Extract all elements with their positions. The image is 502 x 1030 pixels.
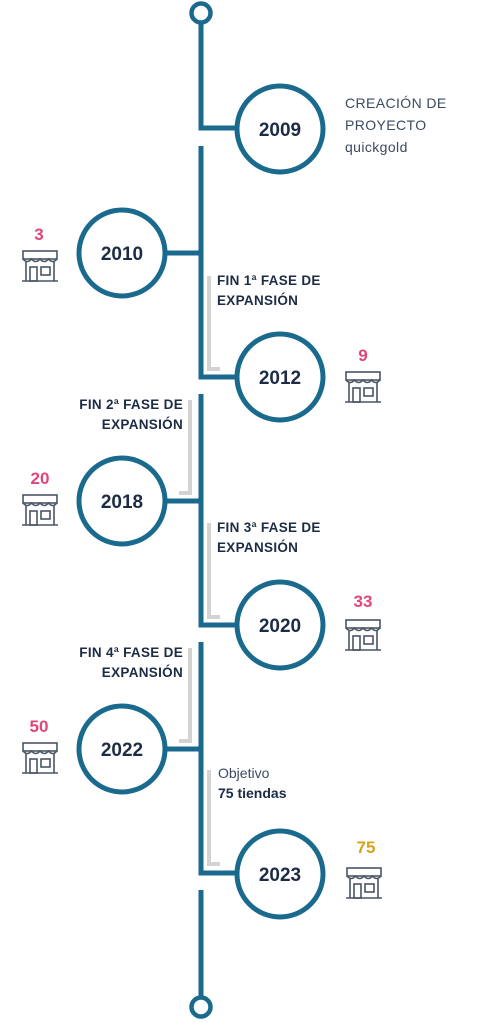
store-count-2010: 3 — [34, 225, 44, 244]
year-circle-2018 — [76, 455, 168, 547]
timeline-path — [165, 22, 237, 998]
year-label-2012: 2012 — [259, 368, 301, 389]
year-circles — [76, 83, 326, 920]
guide-bracket-4 — [179, 648, 192, 743]
year-label-2023: 2023 — [259, 865, 301, 886]
store-icon-2012 — [344, 371, 382, 403]
phase-3-line-2: EXPANSIÓN — [217, 540, 299, 555]
store-count-2020: 33 — [353, 592, 373, 611]
year-label-2020: 2020 — [259, 616, 301, 637]
bottom-endpoint-icon — [189, 995, 213, 1019]
year-label-2009: 2009 — [259, 120, 301, 141]
store-icon-2023 — [345, 867, 383, 899]
top-endpoint-icon — [189, 1, 213, 25]
creation-line-2: PROYECTO — [345, 117, 427, 133]
goal-label: Objetivo 75 tiendas — [218, 763, 286, 803]
year-circle-2023 — [234, 828, 326, 920]
year-circle-2012 — [234, 331, 326, 423]
phase-1-line-2: EXPANSIÓN — [217, 293, 299, 308]
store-count-2022: 50 — [29, 717, 49, 736]
phase-4-line-1: FIN 4ª FASE DE — [79, 645, 183, 660]
store-icon-2018 — [21, 494, 59, 526]
store-count-2018: 20 — [30, 469, 50, 488]
year-label-2022: 2022 — [101, 740, 143, 761]
phase-2-line-1: FIN 2ª FASE DE — [79, 397, 183, 412]
creation-line-1: CREACIÓN DE — [345, 95, 447, 111]
guide-brackets — [179, 276, 220, 866]
year-circle-2010 — [76, 207, 168, 299]
creation-label: CREACIÓN DE PROYECTO quickgold — [345, 92, 447, 158]
store-count-2012: 9 — [358, 346, 368, 365]
phase-4-line-2: EXPANSIÓN — [101, 665, 183, 680]
phase-2-line-2: EXPANSIÓN — [101, 417, 183, 432]
year-label-2010: 2010 — [101, 244, 143, 265]
year-circle-2009 — [234, 83, 326, 175]
guide-bracket-1 — [207, 276, 220, 371]
phase-label-2: FIN 2ª FASE DE EXPANSIÓN — [79, 395, 183, 435]
guide-bracket-2 — [179, 400, 192, 495]
phase-label-1: FIN 1ª FASE DE EXPANSIÓN — [217, 271, 321, 311]
store-icon-2022 — [21, 742, 59, 774]
phase-label-3: FIN 3ª FASE DE EXPANSIÓN — [217, 518, 321, 558]
guide-bracket-5 — [207, 770, 220, 866]
goal-line-1: Objetivo — [218, 765, 270, 781]
year-label-2018: 2018 — [101, 492, 143, 513]
phase-1-line-1: FIN 1ª FASE DE — [217, 273, 321, 288]
creation-line-3: quickgold — [345, 139, 408, 155]
goal-line-2: 75 tiendas — [218, 785, 287, 801]
year-circle-2022 — [76, 703, 168, 795]
store-count-2023: 75 — [356, 838, 376, 857]
phase-label-4: FIN 4ª FASE DE EXPANSIÓN — [79, 643, 183, 683]
guide-bracket-3 — [207, 523, 220, 619]
store-icon-2020 — [344, 619, 382, 651]
store-icon-2010 — [21, 250, 59, 282]
phase-3-line-1: FIN 3ª FASE DE — [217, 520, 321, 535]
year-circle-2020 — [234, 579, 326, 671]
